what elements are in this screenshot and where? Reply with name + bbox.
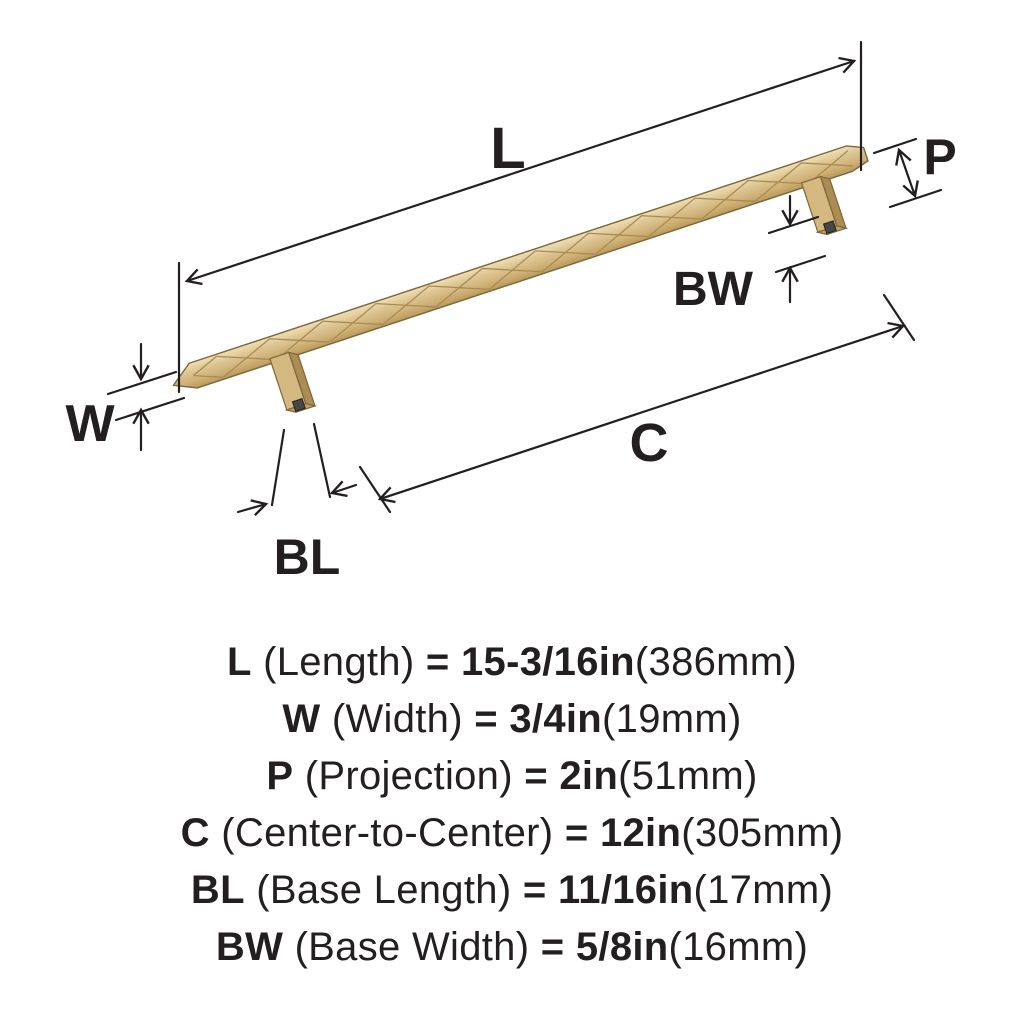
spec-value: 12in [599,811,682,855]
dim-BL-extension-right [312,422,332,499]
spec-abbr: W [282,697,321,741]
left-post-screw-hole [291,397,306,412]
spec-abbr: BW [215,925,284,969]
dim-C-extension-right [882,293,916,342]
dim-BL-arrow-right [236,499,269,517]
spec-value: 3/4in [509,697,603,741]
dim-BW-extension-top [767,215,820,235]
dim-BW-extension-bottom [774,254,827,274]
spec-row-length: L (Length) = 15-3/16in(386mm) [227,634,797,691]
spec-label: (Projection) [304,754,513,798]
dimension-W [106,342,186,452]
right-post [800,175,849,236]
dimension-P [872,137,943,209]
spec-equals: = [425,640,450,684]
spec-row-base-width: BW (Base Width) = 5/8in(16mm) [216,919,808,976]
dim-label-L: L [490,116,525,181]
spec-equals: = [474,697,498,741]
dim-label-C: C [630,413,669,473]
spec-equals: = [540,925,565,969]
dimension-L [177,40,863,394]
dimension-BW [767,194,827,304]
diagram-svg: L P BW W C BL [65,40,957,585]
spec-metric: (386mm) [634,640,798,684]
spec-row-projection: P (Projection) = 2in(51mm) [266,748,757,805]
spec-row-center-to-center: C (Center-to-Center) = 12in(305mm) [181,805,844,862]
spec-row-width: W (Width) = 3/4in(19mm) [282,691,741,748]
dim-P-extension-bottom [888,188,943,209]
dim-P-arrow-line [895,147,919,199]
spec-label: (Center-to-Center) [221,811,554,855]
spec-value: 2in [559,754,619,798]
spec-value: 11/16in [557,868,694,912]
product-dimension-diagram: L P BW W C BL [65,40,957,585]
dim-C-extension-left [358,465,392,514]
spec-list: L (Length) = 15-3/16in(386mm) W (Width) … [0,634,1024,976]
spec-label: (Base Length) [256,868,512,912]
spec-label: (Base Width) [294,925,530,969]
dimension-C [358,293,916,514]
spec-equals: = [522,868,547,912]
spec-label: (Width) [331,697,463,741]
dim-BL-extension-left [270,428,286,507]
dim-label-BL: BL [274,529,341,585]
handle-illustration [172,145,869,413]
spec-metric: (305mm) [681,811,844,855]
spec-abbr: L [226,640,252,684]
spec-row-base-length: BL (Base Length) = 11/16in(17mm) [191,862,833,919]
spec-abbr: C [180,811,210,855]
left-post [269,351,318,413]
dim-W-extension-bottom [114,396,186,422]
dim-label-P: P [923,129,956,185]
spec-label: (Length) [263,640,415,684]
spec-abbr: BL [190,868,245,912]
spec-metric: (19mm) [602,697,742,741]
spec-abbr: P [266,754,294,798]
dim-label-W: W [65,395,115,453]
spec-value: 5/8in [575,925,669,969]
spec-value: 15-3/16in [461,640,635,684]
dim-P-extension-top [872,137,918,155]
spec-equals: = [524,754,548,798]
spec-metric: (17mm) [693,868,834,912]
dim-W-extension-top [106,370,178,396]
spec-metric: (16mm) [668,925,809,969]
dim-label-BW: BW [673,263,754,316]
spec-equals: = [564,811,589,855]
dimension-BL [236,422,358,517]
dim-C-arrow-line [377,321,906,504]
dim-L-arrow-line [184,56,857,286]
dim-BL-arrow-left [329,480,358,498]
spec-metric: (51mm) [618,754,758,798]
